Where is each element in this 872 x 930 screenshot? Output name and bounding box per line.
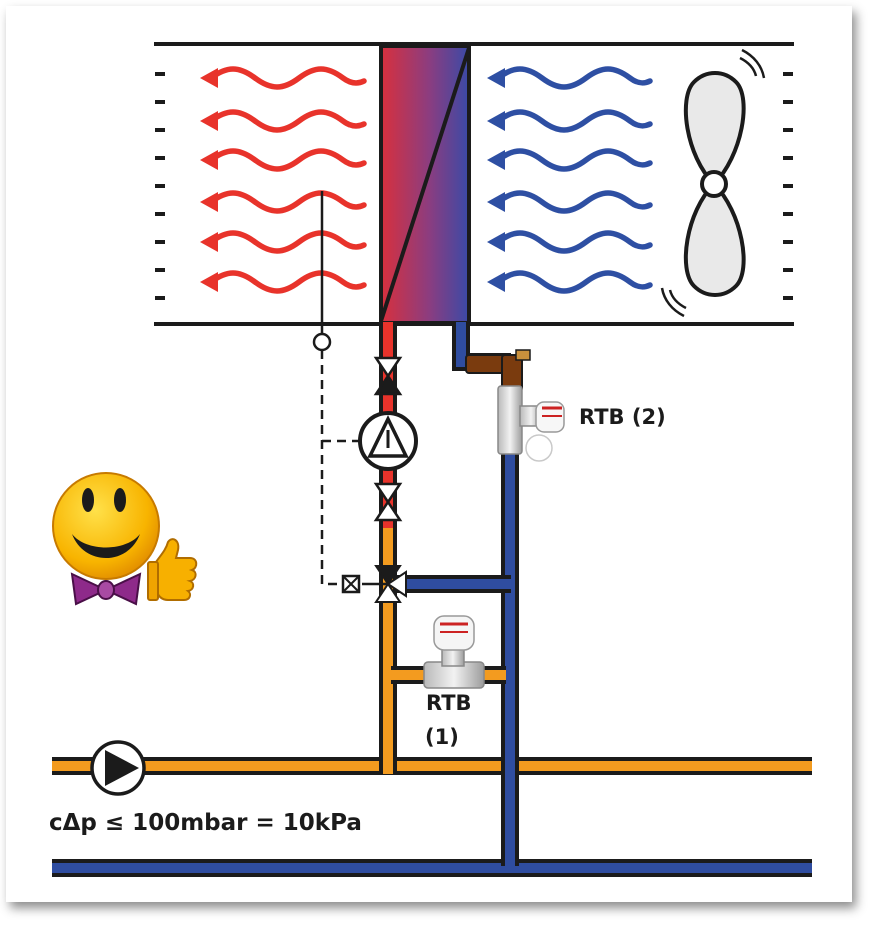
pump-icon [90,740,146,796]
three-way-valve-icon [362,565,407,603]
supply-main-pipe [52,757,812,775]
warm-air-arrowheads [200,68,218,292]
warm-air-arrows [208,66,367,294]
diagram-card: RTB (2) RTB (1) cΔp ≤ 100mbar = 10kPa [6,6,852,902]
rtb1-number-label: (1) [425,725,459,749]
cold-air-arrowheads [487,68,505,292]
hydraulic-diagram [52,42,812,877]
duct-grille-left [155,72,165,300]
circulator-pump-icon [358,411,418,471]
return-main-pipe [52,859,812,877]
smiley-icon [52,472,160,580]
actuator-icon [341,574,361,594]
temperature-sensor [312,191,332,352]
valve-icon [373,356,403,396]
pressure-formula: cΔp ≤ 100mbar = 10kPa [49,810,362,836]
valve-icon [373,482,403,522]
heat-exchanger-coil [379,44,471,325]
cold-air-arrows [495,66,653,294]
pipe-elbow-insulated [465,349,531,392]
fan-icon [660,48,766,318]
thermostatic-valve-icon [497,385,565,462]
rtb2-label: RTB (2) [579,405,666,429]
rtb1-label: RTB [426,691,472,715]
air-duct [154,42,794,326]
duct-grille-right [783,72,793,300]
supply-riser-pipe [379,526,397,774]
thermostatic-valve-icon [423,615,485,689]
bow-tie-icon [70,572,142,606]
thumbs-up-icon [147,538,198,601]
bypass-pipe-blue [391,575,511,593]
control-signal-line [320,350,361,586]
